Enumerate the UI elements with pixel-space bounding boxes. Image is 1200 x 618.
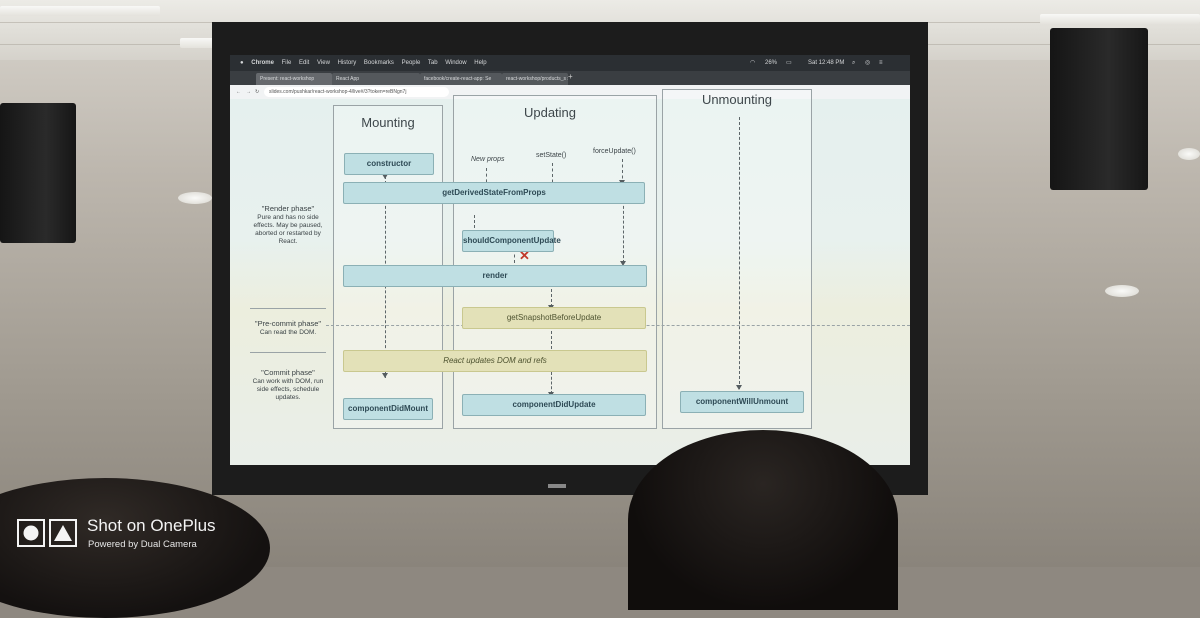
tab-react-workshop[interactable]: react-workshop/products_s st — [502, 73, 568, 85]
ceiling-light — [0, 6, 160, 16]
get-derived-state-box: getDerivedStateFromProps — [343, 182, 645, 204]
mac-menu-bar: ● Chrome File Edit View History Bookmark… — [230, 55, 910, 71]
commit-phase-label: "Commit phase" Can work with DOM, run si… — [248, 369, 328, 402]
trigger-new-props: New props — [471, 156, 505, 163]
component-will-unmount-box: componentWillUnmount — [680, 391, 804, 413]
precommit-phase-desc: Can read the DOM. — [259, 329, 317, 336]
unmounting-title: Unmounting — [701, 92, 773, 107]
battery-percent: 26% — [765, 60, 778, 66]
render-phase-desc: Pure and has no side effects. May be pau… — [253, 214, 323, 245]
arrow-head — [620, 261, 626, 266]
set-state-flow-line — [552, 163, 553, 188]
screen-handle — [548, 484, 566, 488]
derived-to-should-line — [474, 215, 475, 233]
arrow-head — [382, 174, 388, 179]
arrow-head — [736, 385, 742, 390]
trigger-set-state: setState() — [536, 152, 567, 159]
should-component-update-box: shouldComponentUpdate — [462, 230, 561, 252]
menu-people[interactable]: People — [401, 60, 421, 66]
audience-head — [628, 430, 898, 610]
commit-phase-desc: Can work with DOM, run side effects, sch… — [252, 378, 324, 401]
battery-icon: ▭ — [786, 60, 792, 66]
watermark-subtitle: Powered by Dual Camera — [88, 539, 197, 550]
right-speaker — [1050, 28, 1148, 190]
precommit-phase-label: "Pre-commit phase" Can read the DOM. — [248, 320, 328, 337]
ceiling-light — [1040, 14, 1200, 24]
updating-title: Updating — [523, 105, 577, 120]
tab-react-app[interactable]: React App — [332, 73, 420, 85]
wifi-icon: ◠ — [750, 60, 756, 66]
arrow-head — [382, 373, 388, 378]
watermark-title: Shot on OnePlus — [87, 516, 216, 535]
mounting-title: Mounting — [361, 115, 415, 130]
dom-to-did-update-line — [551, 372, 552, 394]
apple-icon: ● — [240, 60, 244, 66]
render-to-snapshot-line — [551, 284, 552, 307]
render-phase-title: "Render phase" — [261, 204, 315, 213]
unmounting-flow-line — [739, 117, 740, 389]
new-tab-icon[interactable]: + — [568, 72, 573, 81]
should-to-render-line — [514, 249, 515, 263]
trigger-force-update: forceUpdate() — [593, 148, 636, 155]
render-box: render — [343, 265, 647, 287]
menu-view[interactable]: View — [317, 60, 330, 66]
back-icon[interactable]: ← — [236, 89, 241, 95]
new-props-flow-line — [486, 168, 487, 188]
get-snapshot-box: getSnapshotBeforeUpdate — [462, 307, 646, 329]
browser-tab-bar: Present: react-workshop React App facebo… — [230, 71, 910, 85]
dom-refs-box: React updates DOM and refs — [343, 350, 647, 372]
menu-history[interactable]: History — [337, 60, 357, 66]
force-update-bypass-line — [623, 201, 624, 263]
dual-camera-logo-icon — [17, 519, 77, 547]
reload-icon[interactable]: ↻ — [255, 89, 260, 95]
phase-separator — [250, 308, 326, 309]
component-did-update-box: componentDidUpdate — [462, 394, 646, 416]
component-did-mount-box: componentDidMount — [343, 398, 433, 420]
menu-file[interactable]: File — [281, 60, 292, 66]
control-icon[interactable]: ◎ — [865, 60, 871, 66]
search-icon[interactable]: ⌕ — [852, 60, 856, 66]
precommit-phase-title: "Pre-commit phase" — [254, 319, 322, 328]
render-phase-label: "Render phase" Pure and has no side effe… — [248, 205, 328, 246]
force-update-flow-line — [622, 159, 623, 184]
forward-icon[interactable]: → — [246, 89, 251, 95]
tab-present[interactable]: Present: react-workshop — [256, 73, 332, 85]
menu-window[interactable]: Window — [445, 60, 467, 66]
cancel-x-icon: ✕ — [519, 248, 530, 263]
menu-help[interactable]: Help — [474, 60, 487, 66]
wall-light — [1178, 148, 1200, 160]
snapshot-to-dom-line — [551, 331, 552, 349]
menu-icon[interactable]: ≡ — [879, 60, 883, 66]
address-input[interactable]: slides.com/pushkar/react-workshop-4/live… — [264, 87, 449, 97]
wall-light — [1105, 285, 1139, 297]
wall-light — [178, 192, 212, 204]
constructor-box: constructor — [344, 153, 434, 175]
commit-phase-title: "Commit phase" — [261, 368, 315, 377]
browser-url-bar: ← → ↻ slides.com/pushkar/react-workshop-… — [230, 85, 910, 99]
projected-slide: ● Chrome File Edit View History Bookmark… — [230, 55, 910, 465]
left-speaker — [0, 103, 76, 243]
menu-chrome[interactable]: Chrome — [251, 60, 274, 66]
tab-create-react-app[interactable]: facebook/create-react-app: Se — [420, 73, 502, 85]
menu-clock: Sat 12:48 PM — [808, 60, 845, 66]
updating-column — [453, 95, 657, 429]
menu-tab[interactable]: Tab — [427, 60, 438, 66]
phase-separator — [250, 352, 326, 353]
menu-bookmarks[interactable]: Bookmarks — [363, 60, 394, 66]
unmounting-column — [662, 89, 812, 429]
menu-edit[interactable]: Edit — [298, 60, 310, 66]
